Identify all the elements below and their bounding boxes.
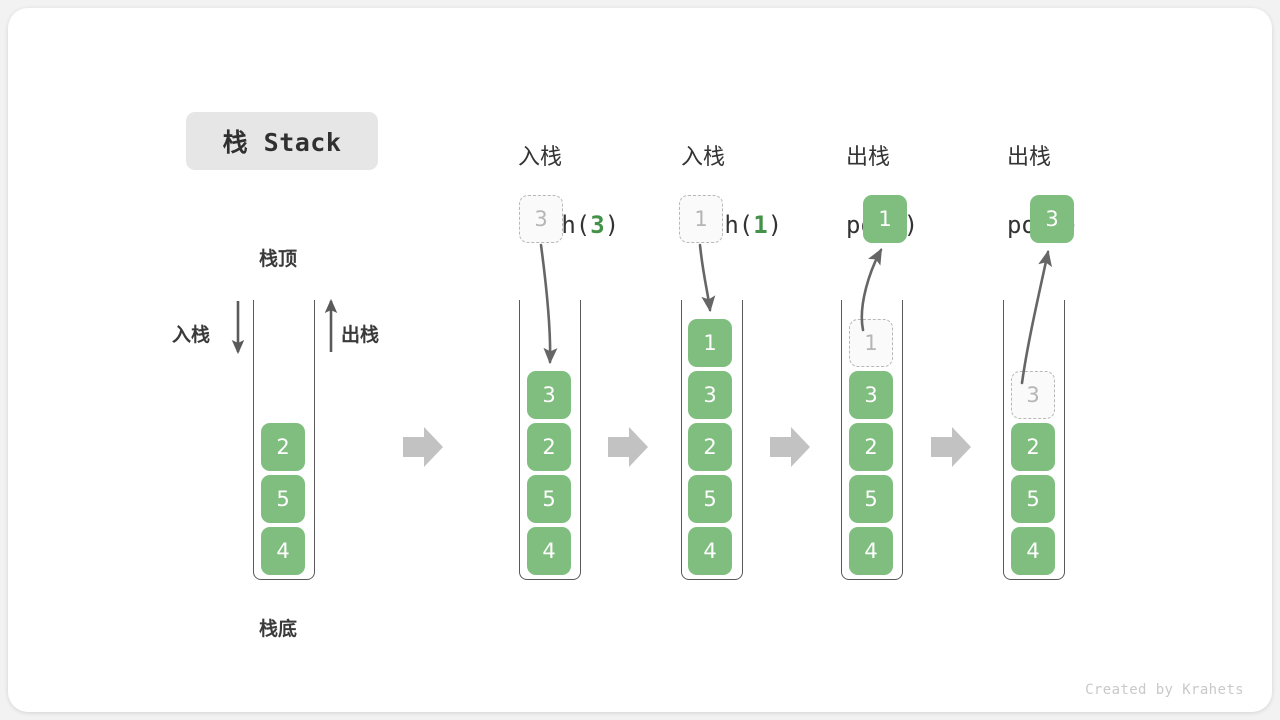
stack-bottom-label: 栈底 — [259, 619, 298, 640]
stack-cell: 5 — [1011, 475, 1055, 523]
ghost-cell-outgoing: 1 — [849, 319, 893, 367]
stack-top-label: 栈顶 — [259, 249, 298, 270]
step-header-cjk: 出栈 — [846, 144, 891, 169]
stack-container-push-3 — [519, 300, 581, 580]
stack-cell: 5 — [261, 475, 305, 523]
code-suffix: ) — [604, 211, 620, 239]
ghost-cell-outgoing: 3 — [1011, 371, 1055, 419]
stack-cell: 4 — [261, 527, 305, 575]
stack-cell: 5 — [527, 475, 571, 523]
stack-cell: 4 — [688, 527, 732, 575]
stack-cell: 2 — [527, 423, 571, 471]
step-header-pop-1: 出栈 pop() — [846, 106, 918, 278]
code-suffix: ) — [767, 211, 783, 239]
title-badge: 栈 Stack — [186, 112, 378, 170]
push-direction-label: 入栈 — [172, 325, 211, 346]
step-header-cjk: 入栈 — [518, 144, 563, 169]
stack-cell: 4 — [1011, 527, 1055, 575]
popped-cell: 1 — [863, 195, 907, 243]
stack-cell: 1 — [688, 319, 732, 367]
code-suffix: ) — [903, 211, 919, 239]
stack-container-push-1 — [681, 300, 743, 580]
stack-cell: 2 — [688, 423, 732, 471]
ghost-cell-incoming: 3 — [519, 195, 563, 243]
stack-cell: 2 — [1011, 423, 1055, 471]
stack-cell: 5 — [688, 475, 732, 523]
stack-cell: 5 — [849, 475, 893, 523]
stack-container-initial — [253, 300, 315, 580]
stack-cell: 3 — [527, 371, 571, 419]
step-header-push-1: 入栈 push(1) — [681, 106, 782, 278]
stack-cell: 3 — [849, 371, 893, 419]
stack-cell: 4 — [527, 527, 571, 575]
step-header-cjk: 出栈 — [1007, 144, 1052, 169]
code-arg: 1 — [753, 211, 768, 239]
stack-container-pop-1 — [841, 300, 903, 580]
step-header-push-3: 入栈 push(3) — [518, 106, 619, 278]
ghost-cell-incoming: 1 — [679, 195, 723, 243]
stack-cell: 2 — [849, 423, 893, 471]
stack-cell: 4 — [849, 527, 893, 575]
watermark: Created by Krahets — [1085, 682, 1244, 698]
stack-container-pop-3 — [1003, 300, 1065, 580]
code-arg: 3 — [590, 211, 605, 239]
stack-cell: 3 — [688, 371, 732, 419]
pop-direction-label: 出栈 — [341, 325, 380, 346]
popped-cell: 3 — [1030, 195, 1074, 243]
stack-cell: 2 — [261, 423, 305, 471]
step-header-cjk: 入栈 — [681, 144, 726, 169]
step-header-pop-3: 出栈 pop() — [1007, 106, 1079, 278]
